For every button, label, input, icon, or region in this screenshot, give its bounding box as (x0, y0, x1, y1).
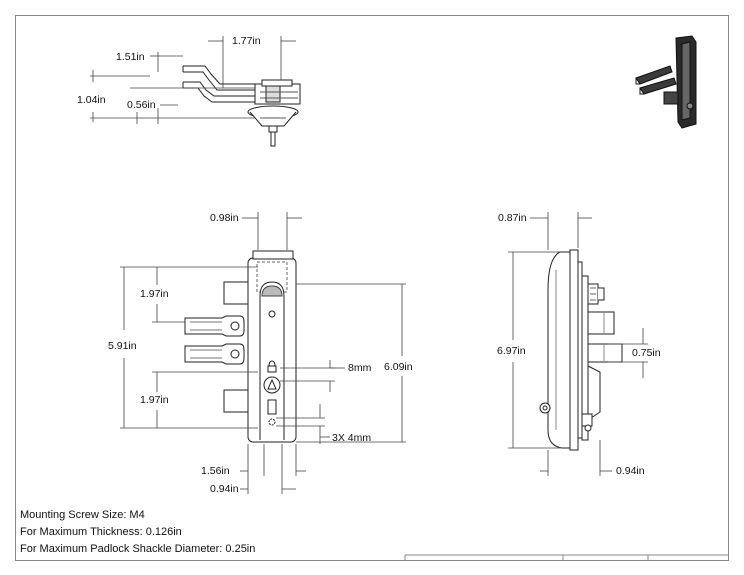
dim-3x-4mm: 3X 4mm (332, 432, 371, 444)
dim-1-77in: 1.77in (232, 35, 261, 47)
dim-1-56in: 1.56in (201, 465, 230, 477)
note-max-thickness: For Maximum Thickness: 0.126in (20, 526, 182, 538)
note-mounting-screw: Mounting Screw Size: M4 (20, 509, 145, 521)
dim-0-94in-front: 0.94in (210, 483, 239, 495)
dim-0-87in: 0.87in (498, 212, 527, 224)
dim-0-56in: 0.56in (127, 99, 156, 111)
top-view (182, 65, 301, 147)
dim-1-04in: 1.04in (77, 94, 106, 106)
dim-0-75in: 0.75in (632, 347, 661, 359)
side-view-dims (508, 212, 648, 476)
front-view-dims (120, 212, 406, 494)
dim-8mm: 8mm (348, 362, 372, 374)
dim-0-94in-side: 0.94in (616, 465, 645, 477)
front-view (184, 250, 297, 443)
top-view-dims (90, 36, 296, 124)
sheet-border (15, 15, 729, 561)
side-view (539, 249, 623, 451)
dim-1-51in: 1.51in (116, 51, 145, 63)
dim-1-97in-upper: 1.97in (140, 288, 169, 300)
dim-5-91in: 5.91in (108, 340, 137, 352)
dim-0-98in: 0.98in (210, 212, 239, 224)
dim-6-97in: 6.97in (497, 345, 526, 357)
iso-thumbnail (635, 35, 697, 129)
dim-6-09in: 6.09in (384, 361, 413, 373)
dim-1-97in-lower: 1.97in (140, 394, 169, 406)
note-max-shackle: For Maximum Padlock Shackle Diameter: 0.… (20, 543, 256, 555)
